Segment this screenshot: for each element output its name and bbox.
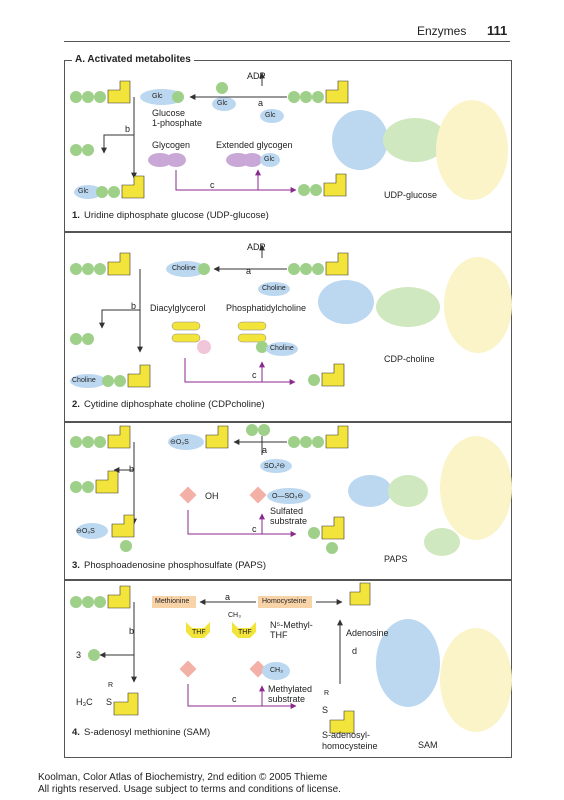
p4-ch3-top: CH₃ [228, 612, 241, 619]
p4-s-1: S [106, 697, 113, 707]
panel-cdp-choline [64, 232, 512, 422]
ctp-a2 [288, 252, 349, 276]
p4-h3c: H₃C [76, 697, 93, 707]
header-rule [64, 41, 510, 42]
p4-caption-num: 4. [72, 727, 80, 738]
cmp-right [308, 363, 345, 387]
p4-ch3-mid: CH₃ [270, 667, 283, 674]
p3-oh: OH [205, 491, 219, 501]
glycogen-blob [148, 153, 280, 167]
p1-glycogen: Glycogen [152, 140, 191, 150]
udp-glucose-structure [332, 100, 508, 200]
p1-glc-2: Glc [217, 100, 228, 107]
p2-phosph: Phosphatidylcholine [226, 303, 307, 313]
p1-glc-5: Glc [78, 188, 89, 195]
p4-r-1: R [108, 682, 114, 689]
utp-a1 [70, 80, 131, 104]
p2-c: c [252, 370, 257, 380]
p4-thf-2: THF [238, 629, 252, 636]
p1-extended: Extended glycogen [216, 140, 293, 150]
p2-adp: ADP [247, 242, 266, 252]
udp-right-1 [298, 173, 347, 197]
atp-p3 [70, 425, 131, 449]
adp-out-3 [70, 470, 119, 494]
sam-structure [376, 619, 512, 732]
p1-adp: ADP [247, 71, 266, 81]
p3-oso3: O—SO₃⊖ [272, 493, 304, 500]
cdp-choline-structure [318, 257, 512, 353]
p4-homocysteine: Homocysteine [262, 598, 307, 605]
p2-caption: Cytidine diphosphate choline (CDPcholine… [84, 399, 265, 410]
p4-d: d [352, 646, 358, 656]
atp-p4 [70, 585, 131, 609]
pp-out-1 [70, 144, 94, 156]
udp-glucose-left [74, 175, 145, 199]
p2-b: b [131, 301, 137, 311]
p4-thf-1: THF [192, 629, 206, 636]
p4-a: a [225, 592, 231, 602]
p4-caption: S-adenosyl methionine (SAM) [84, 727, 211, 738]
p4-molecule: SAM [418, 740, 438, 750]
p1-glc-1: Glc [152, 93, 163, 100]
p3-a: a [262, 445, 268, 455]
p1-c: c [210, 180, 215, 190]
paps-left [76, 514, 135, 552]
diacylglycerol-icon [171, 321, 211, 354]
p1-glc-3: Glc [265, 112, 276, 119]
p2-caption-num: 2. [72, 399, 80, 410]
p4-n5: N⁵-Methyl- THF [270, 620, 313, 640]
p1-caption-num: 1. [72, 210, 80, 221]
p2-a: a [246, 266, 252, 276]
p2-choline-2: Choline [262, 285, 286, 292]
p4-methylated: Methylated substrate [268, 684, 313, 704]
p1-caption: Uridine diphosphate glucose (UDP-glucose… [84, 210, 269, 221]
footer-line2: All rights reserved. Usage subject to te… [38, 784, 341, 795]
p3-molecule: PAPS [384, 554, 408, 564]
p3-sulfated: Sulfated substrate [270, 506, 308, 526]
footer-line1: Koolman, Color Atlas of Biochemistry, 2n… [38, 772, 328, 783]
p4-c: c [232, 694, 237, 704]
pi-out-4 [88, 649, 100, 661]
p4-adenosine: Adenosine [346, 628, 389, 638]
header-title: Enzymes [417, 24, 467, 38]
p2-choline-3: Choline [270, 345, 294, 352]
p2-choline-4: Choline [72, 377, 96, 384]
section-title: A. Activated metabolites [72, 54, 194, 65]
p4-r-2: R [324, 690, 330, 697]
p2-diacyl: Diacylglycerol [150, 303, 206, 313]
p3-caption: Phosphoadenosine phosphosulfate (PAPS) [84, 560, 267, 571]
p1-glc-4: Glc [264, 156, 275, 163]
p3-so4: SO₄²⊖ [264, 463, 286, 470]
cdp-choline-left [70, 364, 151, 388]
p4-methionine: Methionine [155, 598, 190, 605]
p2-choline-1: Choline [172, 265, 196, 272]
p4-b: b [129, 626, 135, 636]
p3-c: c [252, 524, 257, 534]
p4-sah: S-adenosyl- homocysteine [322, 730, 378, 751]
p3-caption-num: 3. [72, 560, 80, 571]
p3-o3s-2: ⊖O₃S [76, 528, 95, 535]
p3-o3s-1: ⊖O₃S [170, 439, 189, 446]
paps-structure [348, 436, 512, 556]
p1-a: a [258, 98, 264, 108]
ctp-a1 [70, 252, 131, 276]
p1-glucose1p: Glucose 1-phosphate [152, 108, 203, 128]
pp-in-3 [246, 424, 270, 436]
page-number: 111 [487, 23, 508, 38]
utp-a2 [288, 80, 349, 104]
pap-right [308, 516, 345, 554]
p3-b: b [129, 464, 135, 474]
p1-b: b [125, 124, 131, 134]
p4-three: 3 [76, 650, 82, 660]
p2-molecule: CDP-choline [384, 354, 435, 364]
aps [168, 425, 229, 450]
adenosine-icon [349, 582, 371, 606]
pp-out-2 [70, 333, 94, 345]
atp-p3b [288, 425, 349, 449]
phosphatidylcholine-icon [237, 321, 298, 356]
p1-molecule: UDP-glucose [384, 190, 438, 200]
p4-s-2: S [322, 705, 329, 715]
